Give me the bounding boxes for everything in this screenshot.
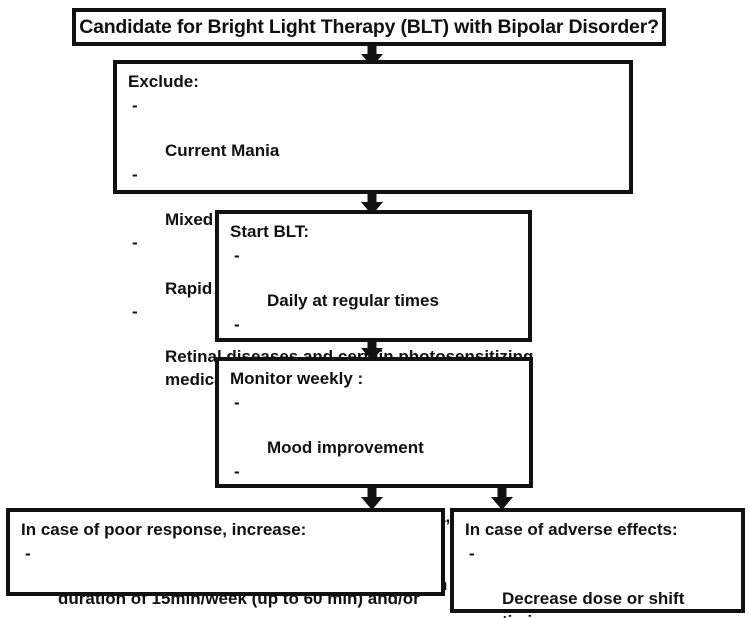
bullet-dash-icon: - (469, 543, 475, 563)
node-candidate-heading: Candidate for Bright Light Therapy (BLT)… (79, 15, 659, 38)
node-candidate-for-blt: Candidate for Bright Light Therapy (BLT)… (72, 8, 666, 46)
arrow-stem (497, 488, 507, 499)
bullet-dash-icon: - (132, 164, 138, 184)
node-start-blt: Start BLT: - Daily at regular times - Ea… (215, 210, 532, 539)
node-poor-response: In case of poor response, increase: - du… (6, 508, 445, 618)
node-poor-response-heading: In case of poor response, increase: (21, 520, 307, 539)
arrow-stem (367, 488, 377, 499)
node-monitor-heading: Monitor weekly : (230, 369, 364, 388)
arrow-stem (367, 341, 377, 350)
list-item: - Daily at regular times (230, 245, 522, 313)
bullet-dash-icon: - (132, 302, 138, 322)
arrow-head-icon (361, 497, 383, 510)
arrow-stem (367, 46, 377, 56)
arrow-head-icon (491, 497, 513, 510)
bullet-dash-icon: - (25, 543, 31, 563)
node-adverse-effects-heading: In case of adverse effects: (465, 520, 678, 539)
bullet-dash-icon: - (234, 314, 240, 334)
list-item: - Mood improvement (230, 392, 523, 460)
node-adverse-effects: In case of adverse effects: - Decrease d… (450, 508, 745, 618)
bullet-dash-icon: - (234, 392, 240, 412)
list-item-label: Daily at regular times (267, 290, 439, 310)
node-monitor-weekly: Monitor weekly : - Mood improvement - Si… (215, 357, 533, 594)
bullet-dash-icon: - (132, 95, 138, 115)
arrow-stem (367, 193, 377, 204)
connector-monitor-to-poor-response (358, 488, 386, 510)
list-item-label: duration of 15min/week (up to 60 min) an… (58, 588, 420, 608)
bullet-dash-icon: - (234, 461, 240, 481)
list-item: - Current Mania (128, 95, 623, 163)
connector-monitor-to-adverse-effects (488, 488, 516, 510)
list-item: - Decrease dose or shift timing (465, 543, 735, 618)
node-exclude-heading: Exclude: (128, 72, 199, 91)
bullet-dash-icon: - (25, 612, 31, 618)
list-item: - light intensity (up to 10 000 lux or e… (21, 612, 435, 618)
list-item: - duration of 15min/week (up to 60 min) … (21, 543, 435, 611)
list-item-label: Decrease dose or shift timing (502, 588, 685, 618)
list-item-label: Mood improvement (267, 437, 424, 457)
list-item-label: Current Mania (165, 140, 280, 160)
bullet-dash-icon: - (132, 233, 138, 253)
node-poor-response-list: - duration of 15min/week (up to 60 min) … (21, 543, 435, 618)
node-exclude: Exclude: - Current Mania - Mixed states … (113, 60, 633, 389)
node-start-blt-heading: Start BLT: (230, 222, 310, 241)
node-adverse-effects-list: - Decrease dose or shift timing - If man… (465, 543, 735, 618)
bullet-dash-icon: - (234, 245, 240, 265)
